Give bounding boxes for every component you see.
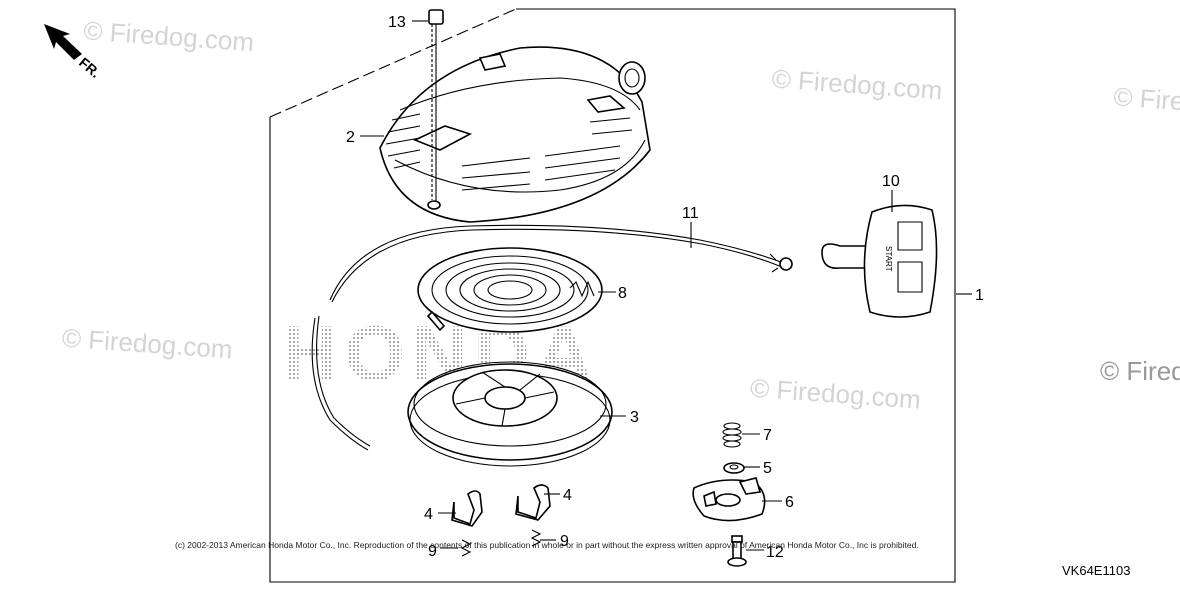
callout-2: 2 bbox=[346, 129, 355, 146]
callout-10: 10 bbox=[882, 173, 900, 190]
flange-bolt-part bbox=[427, 9, 444, 210]
callout-leader-lines bbox=[360, 20, 972, 551]
watermark-text: © Firedog.com bbox=[83, 15, 256, 57]
callout-8: 8 bbox=[618, 285, 627, 302]
fan-cover-part bbox=[379, 46, 651, 223]
callout-7: 7 bbox=[763, 427, 772, 444]
front-direction-label: FR. bbox=[76, 54, 104, 81]
starter-rope-part bbox=[311, 224, 793, 451]
callout-numbers: 13 2 1 10 11 8 3 4 4 7 5 6 12 9 9 bbox=[346, 14, 984, 561]
recoil-spring-part bbox=[417, 247, 603, 333]
callout-4a: 4 bbox=[424, 506, 433, 523]
recoil-reel-part bbox=[407, 361, 613, 467]
callout-1: 1 bbox=[975, 287, 984, 304]
starter-grip-part: START bbox=[821, 204, 938, 318]
friction-spring-part bbox=[722, 422, 742, 448]
watermark-text: © Firedog.com bbox=[61, 323, 234, 365]
callout-4b: 4 bbox=[563, 487, 572, 504]
watermark-text: © Firedog.com bbox=[1112, 81, 1180, 123]
callout-5: 5 bbox=[763, 460, 772, 477]
washer-part bbox=[723, 462, 745, 474]
ratchet-part bbox=[451, 484, 551, 527]
watermark-text: © Firedog.com bbox=[1100, 356, 1180, 386]
assembly-boundary bbox=[269, 8, 956, 583]
setting-bolt-part bbox=[727, 535, 747, 567]
start-grip-label: START bbox=[884, 246, 893, 272]
callout-9a: 9 bbox=[428, 543, 437, 560]
watermark-text: © Firedog.com bbox=[749, 373, 922, 415]
callout-9b: 9 bbox=[560, 533, 569, 550]
callout-11: 11 bbox=[682, 205, 699, 222]
ratchet-spring-part bbox=[460, 529, 542, 557]
copyright-notice: (c) 2002-2013 American Honda Motor Co., … bbox=[175, 540, 919, 550]
callout-6: 6 bbox=[785, 494, 794, 511]
watermark-text: © Firedog.com bbox=[771, 63, 944, 105]
callout-3: 3 bbox=[630, 409, 639, 426]
callout-12: 12 bbox=[766, 544, 784, 561]
diagram-code: VK64E1103 bbox=[1062, 563, 1130, 578]
friction-plate-part bbox=[692, 477, 766, 522]
callout-13: 13 bbox=[388, 14, 406, 31]
